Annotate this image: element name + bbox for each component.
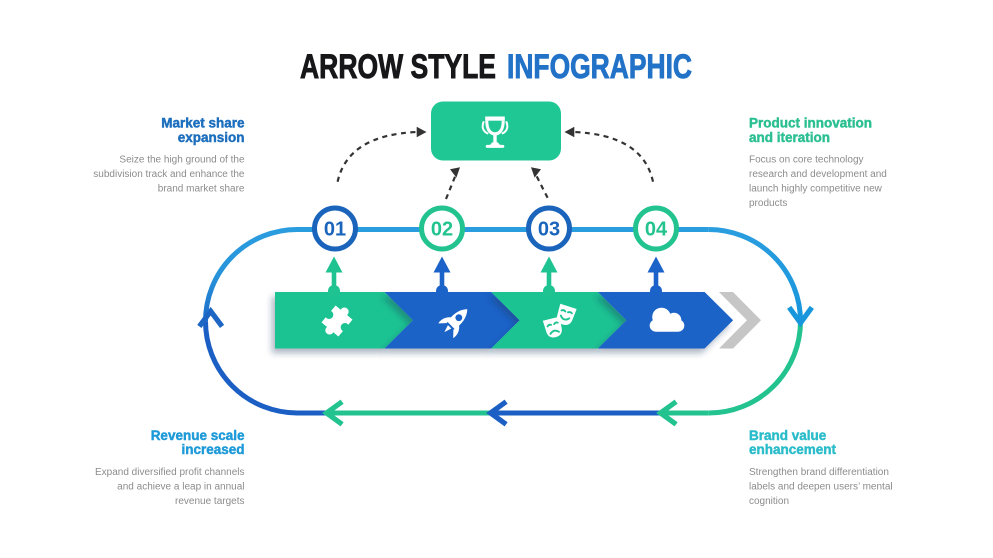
- svg-text:products: products: [749, 198, 787, 209]
- svg-text:and achieve a leap in annual: and achieve a leap in annual: [117, 482, 244, 493]
- svg-text:02: 02: [431, 219, 453, 241]
- svg-text:Brand value: Brand value: [749, 428, 827, 443]
- svg-text:Strengthen brand differentiati: Strengthen brand differentiation: [749, 467, 889, 478]
- svg-text:01: 01: [324, 219, 346, 241]
- svg-text:ARROW STYLE: ARROW STYLE: [300, 48, 496, 86]
- svg-text:expansion: expansion: [178, 130, 245, 145]
- svg-text:INFOGRAPHIC: INFOGRAPHIC: [507, 48, 692, 86]
- svg-text:brand market share: brand market share: [158, 184, 245, 195]
- svg-text:cognition: cognition: [749, 496, 789, 507]
- svg-text:launch highly competitive new: launch highly competitive new: [749, 184, 883, 195]
- svg-text:subdivision track and enhance: subdivision track and enhance the: [93, 169, 245, 180]
- svg-text:Expand diversified profit chan: Expand diversified profit channels: [95, 467, 245, 478]
- svg-text:Focus on core technology: Focus on core technology: [749, 155, 864, 166]
- svg-text:increased: increased: [181, 442, 244, 457]
- svg-text:Seize the high ground of the: Seize the high ground of the: [119, 155, 245, 166]
- svg-text:research and development and: research and development and: [749, 169, 887, 180]
- svg-text:enhancement: enhancement: [749, 442, 837, 457]
- svg-text:Market share: Market share: [161, 116, 245, 131]
- svg-text:and iteration: and iteration: [749, 130, 830, 145]
- svg-text:Revenue scale: Revenue scale: [151, 428, 245, 443]
- svg-text:labels and deepen users’ menta: labels and deepen users’ mental: [749, 482, 893, 493]
- svg-text:Product innovation: Product innovation: [749, 116, 872, 131]
- svg-text:04: 04: [645, 219, 668, 241]
- svg-text:revenue targets: revenue targets: [175, 496, 245, 507]
- svg-text:03: 03: [538, 219, 560, 241]
